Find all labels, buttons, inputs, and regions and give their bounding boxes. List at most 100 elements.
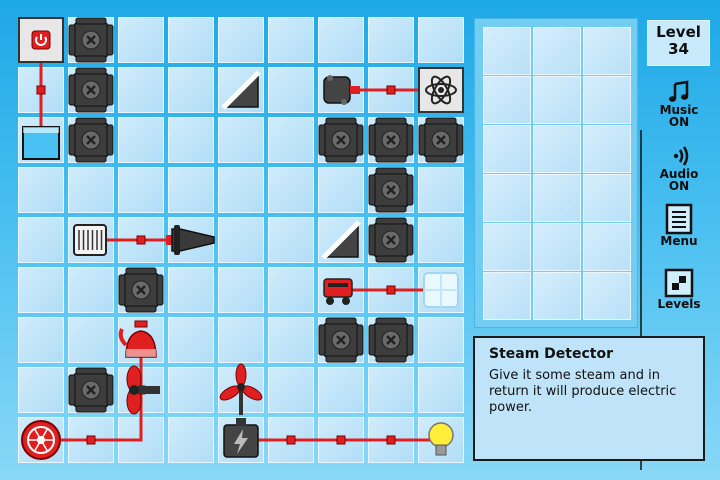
inventory-slot[interactable] <box>583 272 631 320</box>
magnet-motor-icon[interactable] <box>323 75 360 105</box>
wind-turbine-icon[interactable] <box>218 363 264 415</box>
inventory-slot[interactable] <box>583 76 631 124</box>
menu-button[interactable]: Menu <box>647 203 711 247</box>
board-cell[interactable] <box>168 367 214 413</box>
board-cell[interactable] <box>168 417 214 463</box>
board-cell[interactable] <box>118 67 164 113</box>
board-cell[interactable] <box>268 317 314 363</box>
board-cell[interactable] <box>318 17 364 63</box>
blocker-knob <box>375 155 407 163</box>
inventory-slot[interactable] <box>483 125 531 173</box>
inventory-slot[interactable] <box>583 174 631 222</box>
inventory-slot[interactable] <box>483 27 531 75</box>
board-cell[interactable] <box>318 367 364 413</box>
robot-cart-icon[interactable] <box>323 278 353 305</box>
board-cell[interactable] <box>218 267 264 313</box>
fan-wheel-icon[interactable] <box>21 420 61 460</box>
board-cell[interactable] <box>218 217 264 263</box>
blocker-tile <box>68 117 114 163</box>
board-cell[interactable] <box>118 117 164 163</box>
board-cell[interactable] <box>218 317 264 363</box>
blower-nozzle-icon[interactable] <box>166 225 215 255</box>
cross-icon <box>336 135 346 145</box>
board-cell[interactable] <box>168 167 214 213</box>
board-cell[interactable] <box>268 267 314 313</box>
board-cell[interactable] <box>368 17 414 63</box>
blocker-knob <box>75 55 107 63</box>
board-cell[interactable] <box>268 367 314 413</box>
board-cell[interactable] <box>168 67 214 113</box>
blocker-knob <box>68 24 76 56</box>
radiator-icon[interactable] <box>73 224 107 256</box>
blocker-tile <box>118 267 164 313</box>
inventory-slot[interactable] <box>583 125 631 173</box>
water-bucket-icon[interactable] <box>22 126 60 160</box>
board-cell[interactable] <box>268 217 314 263</box>
inventory-slot[interactable] <box>483 174 531 222</box>
blocker-knob <box>118 274 126 306</box>
game-board[interactable] <box>16 15 466 465</box>
ice-block-icon[interactable] <box>423 272 459 308</box>
inventory-slot[interactable] <box>533 223 581 271</box>
blocker-knob <box>75 155 107 163</box>
inventory-slot[interactable] <box>533 27 581 75</box>
power-switch-icon[interactable] <box>18 17 64 63</box>
atom-icon[interactable] <box>418 67 464 113</box>
board-cell[interactable] <box>68 167 114 213</box>
inventory-slot[interactable] <box>583 223 631 271</box>
board-cell[interactable] <box>418 367 464 413</box>
inventory-panel[interactable] <box>474 18 638 328</box>
board-cell[interactable] <box>318 167 364 213</box>
cross-icon <box>386 135 396 145</box>
board-cell[interactable] <box>418 17 464 63</box>
board-cell[interactable] <box>18 217 64 263</box>
cross-icon <box>436 135 446 145</box>
board-cell[interactable] <box>268 17 314 63</box>
board-cell[interactable] <box>118 17 164 63</box>
board-cell[interactable] <box>168 317 214 363</box>
steam-detector-icon[interactable] <box>223 418 259 458</box>
blocker-tile <box>368 117 414 163</box>
blocker-knob <box>406 224 414 256</box>
inventory-slot[interactable] <box>583 27 631 75</box>
board-cell[interactable] <box>18 167 64 213</box>
inventory-slot[interactable] <box>483 76 531 124</box>
board-cell[interactable] <box>218 167 264 213</box>
inventory-slot[interactable] <box>533 76 581 124</box>
board-cell[interactable] <box>268 67 314 113</box>
board-cell[interactable] <box>268 167 314 213</box>
mirror-icon[interactable] <box>221 70 261 110</box>
mirror-icon[interactable] <box>321 220 361 260</box>
levels-button[interactable]: Levels <box>647 268 711 310</box>
board-cell[interactable] <box>368 367 414 413</box>
board-cell[interactable] <box>268 117 314 163</box>
inventory-slot[interactable] <box>533 174 581 222</box>
board-cell[interactable] <box>418 167 464 213</box>
audio-toggle-button[interactable]: Audio ON <box>647 144 711 192</box>
propeller-icon[interactable] <box>126 365 160 415</box>
blocker-knob <box>375 355 407 363</box>
inventory-slot[interactable] <box>483 223 531 271</box>
board-cell[interactable] <box>68 267 114 313</box>
board-cell[interactable] <box>418 217 464 263</box>
level-label: Level <box>656 23 701 41</box>
board-cell[interactable] <box>18 267 64 313</box>
inventory-slot[interactable] <box>533 125 581 173</box>
board-cell[interactable] <box>18 317 64 363</box>
board-cell[interactable] <box>168 267 214 313</box>
board-cell[interactable] <box>118 167 164 213</box>
light-bulb-icon[interactable] <box>428 422 454 456</box>
board-cell[interactable] <box>168 17 214 63</box>
music-toggle-button[interactable]: Music ON <box>647 80 711 128</box>
inventory-slot[interactable] <box>483 272 531 320</box>
board-cell[interactable] <box>418 317 464 363</box>
inventory-slot[interactable] <box>533 272 581 320</box>
blocker-knob <box>375 167 407 175</box>
board-cell[interactable] <box>218 17 264 63</box>
board-cell[interactable] <box>68 317 114 363</box>
board-cell[interactable] <box>168 117 214 163</box>
wire <box>41 340 143 442</box>
board-cell[interactable] <box>18 367 64 413</box>
kettle-icon[interactable] <box>118 320 157 358</box>
board-cell[interactable] <box>218 117 264 163</box>
